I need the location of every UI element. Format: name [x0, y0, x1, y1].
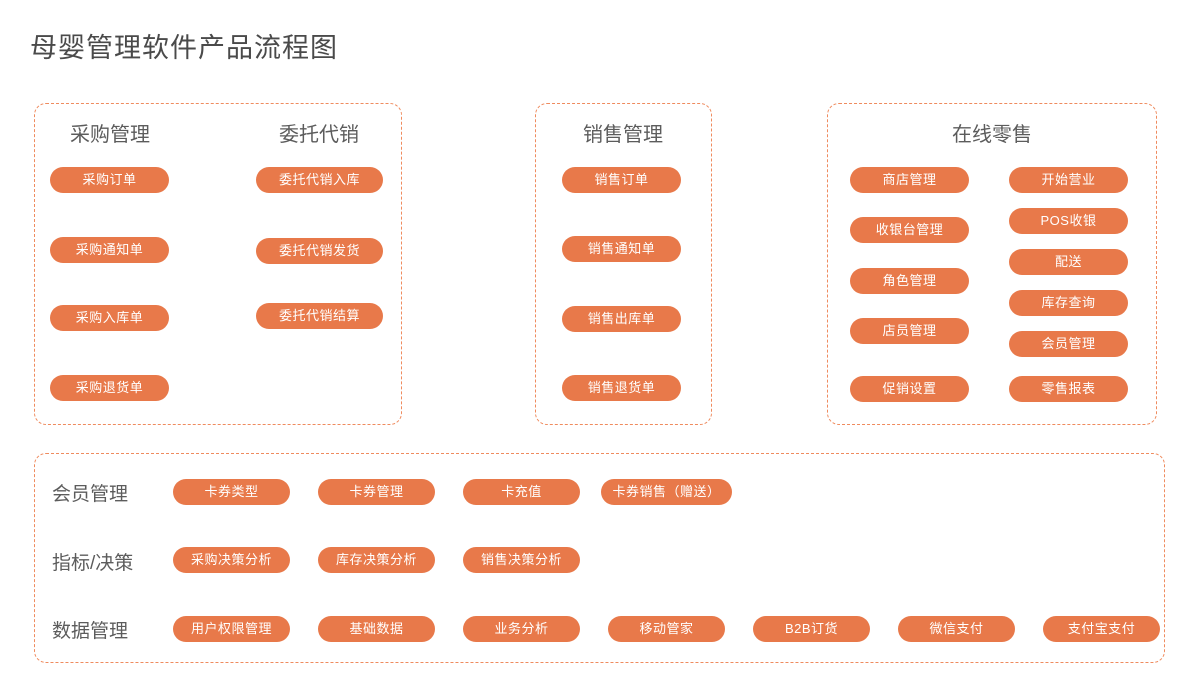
pill-purchase-inbound[interactable]: 采购入库单	[50, 305, 169, 331]
pill-inventory-decision-analysis[interactable]: 库存决策分析	[318, 547, 435, 573]
pill-sales-outbound[interactable]: 销售出库单	[562, 306, 681, 332]
pill-inventory-query[interactable]: 库存查询	[1009, 290, 1128, 316]
pill-member-management-retail[interactable]: 会员管理	[1009, 331, 1128, 357]
panel-sales-management	[535, 103, 712, 425]
pill-sales-decision-analysis[interactable]: 销售决策分析	[463, 547, 580, 573]
pill-consignment-shipment[interactable]: 委托代销发货	[256, 238, 383, 264]
pill-wechat-pay[interactable]: 微信支付	[898, 616, 1015, 642]
panel-title-procurement: 采购管理	[70, 124, 150, 146]
pill-purchase-notice[interactable]: 采购通知单	[50, 237, 169, 263]
pill-store-management[interactable]: 商店管理	[850, 167, 969, 193]
row-label-member-management: 会员管理	[52, 484, 129, 505]
pill-retail-report[interactable]: 零售报表	[1009, 376, 1128, 402]
pill-clerk-management[interactable]: 店员管理	[850, 318, 969, 344]
panel-title-consignment: 委托代销	[279, 124, 359, 146]
pill-pos-checkout[interactable]: POS收银	[1009, 208, 1128, 234]
row-label-data-management: 数据管理	[52, 621, 129, 642]
panel-procurement-consignment	[34, 103, 402, 425]
pill-consignment-inbound[interactable]: 委托代销入库	[256, 167, 383, 193]
pill-business-analysis[interactable]: 业务分析	[463, 616, 580, 642]
pill-basic-data[interactable]: 基础数据	[318, 616, 435, 642]
pill-card-management[interactable]: 卡券管理	[318, 479, 435, 505]
pill-card-sales-gift[interactable]: 卡券销售（赠送）	[601, 479, 732, 505]
pill-sales-order[interactable]: 销售订单	[562, 167, 681, 193]
pill-start-business[interactable]: 开始营业	[1009, 167, 1128, 193]
pill-promotion-settings[interactable]: 促销设置	[850, 376, 969, 402]
pill-sales-return[interactable]: 销售退货单	[562, 375, 681, 401]
pill-sales-notice[interactable]: 销售通知单	[562, 236, 681, 262]
row-label-metrics-decision: 指标/决策	[52, 553, 134, 574]
pill-mobile-steward[interactable]: 移动管家	[608, 616, 725, 642]
panel-title-sales: 销售管理	[583, 124, 663, 146]
pill-alipay-pay[interactable]: 支付宝支付	[1043, 616, 1160, 642]
pill-consignment-settlement[interactable]: 委托代销结算	[256, 303, 383, 329]
panel-title-online-retail: 在线零售	[952, 124, 1032, 146]
pill-purchase-return[interactable]: 采购退货单	[50, 375, 169, 401]
pill-b2b-ordering[interactable]: B2B订货	[753, 616, 870, 642]
page-title: 母婴管理软件产品流程图	[30, 33, 338, 63]
pill-card-recharge[interactable]: 卡充值	[463, 479, 580, 505]
pill-user-permission-management[interactable]: 用户权限管理	[173, 616, 290, 642]
pill-purchase-order[interactable]: 采购订单	[50, 167, 169, 193]
pill-cashier-management[interactable]: 收银台管理	[850, 217, 969, 243]
pill-purchase-decision-analysis[interactable]: 采购决策分析	[173, 547, 290, 573]
pill-card-type[interactable]: 卡券类型	[173, 479, 290, 505]
pill-role-management[interactable]: 角色管理	[850, 268, 969, 294]
pill-delivery[interactable]: 配送	[1009, 249, 1128, 275]
